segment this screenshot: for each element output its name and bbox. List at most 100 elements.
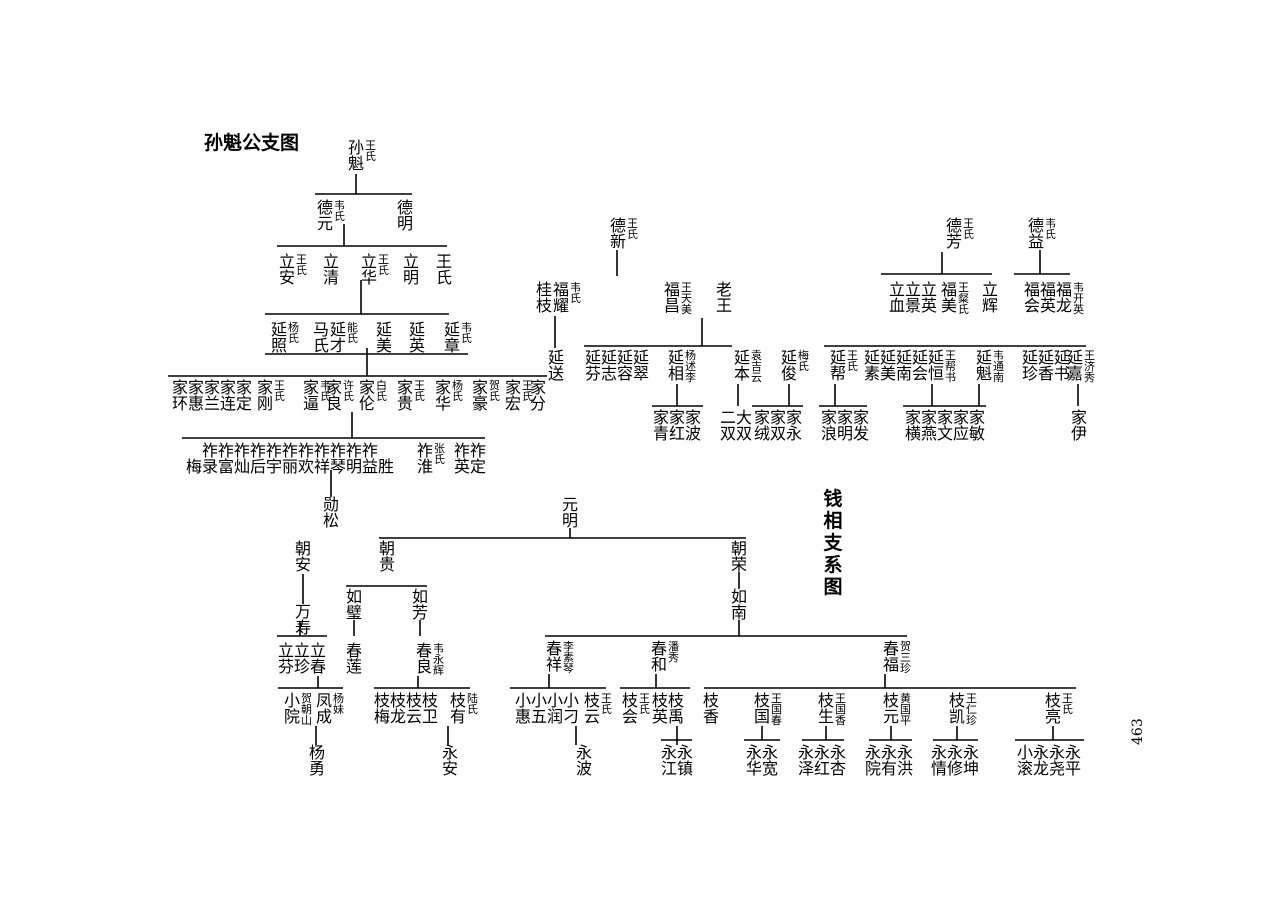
name-upper: 立 (402, 252, 420, 271)
name-lower: 国 (753, 707, 771, 726)
name-upper: 枝 (948, 691, 966, 710)
spouse-note: 韦 氏 (320, 379, 332, 403)
spouse-note: 王 氏 (1062, 692, 1074, 716)
person-node: 永永永情修坤 (931, 745, 979, 777)
name-upper: 永 (441, 743, 459, 762)
person-node: 立立立芬珍春 (278, 643, 326, 675)
name-lower: 安 (441, 759, 459, 778)
name-lower: 辉 (981, 296, 999, 315)
name-lower: 芬珍春 (277, 657, 327, 676)
name-upper: 家 (302, 378, 320, 397)
name-upper: 立 (981, 280, 999, 299)
name-upper: 如 (411, 587, 429, 606)
person-node: 凤成杨 妹 (316, 693, 344, 725)
name-lower: 元 (882, 707, 900, 726)
person-node: 延才能 氏 (330, 322, 358, 354)
name-lower: 才 (329, 336, 347, 355)
name-lower: 枝 (535, 296, 553, 315)
person-node: 家华杨 氏 (435, 380, 463, 412)
person-node: 家分 (530, 380, 546, 412)
name-upper: 家 (396, 378, 414, 397)
name-lower: 良 (415, 657, 433, 676)
name-upper: 家家家 (820, 408, 870, 427)
spouse-note: 杨 妹 (333, 692, 345, 716)
name-upper: 德 (396, 198, 414, 217)
name-lower: 恒 (927, 364, 945, 383)
spouse-note: 王 氏 (414, 379, 426, 403)
name-upper: 枝 (817, 691, 835, 710)
person-node: 延帮王 氏 (830, 350, 858, 382)
name-upper: 祚祚 (453, 441, 487, 460)
name-lower: 王 (715, 296, 733, 315)
name-upper: 枝 (621, 691, 639, 710)
name-upper: 元 (561, 495, 579, 514)
name-upper: 家 (358, 378, 376, 397)
spouse-note: 王 氏 (639, 692, 651, 716)
name-upper: 永永 (660, 743, 694, 762)
spouse-note: 白 氏 (376, 379, 388, 403)
person-node: 立安王 氏 (279, 254, 307, 286)
name-upper: 枝枝枝枝 (373, 691, 439, 710)
spouse-note: 王 氏 (847, 349, 859, 373)
spouse-note: 王 氏 (627, 217, 639, 241)
name-upper: 枝 (882, 691, 900, 710)
name-lower: 生 (817, 707, 835, 726)
spouse-note: 杨 述 李 (685, 349, 697, 384)
person-node: 枝枝枝枝梅龙云卫 (374, 693, 438, 725)
name-lower: 英 (408, 336, 426, 355)
name-upper: 家家家家家 (171, 378, 253, 397)
person-node: 祚祚祚祚祚祚祚祚祚祚祚梅录富灿后宇丽欢祥琴明益胜 (186, 443, 394, 475)
name-lower: 南 (730, 603, 748, 622)
name-upper: 延延延 (1021, 348, 1071, 367)
person-node: 家家家绒双永 (754, 410, 802, 442)
name-upper: 延 (329, 320, 347, 339)
name-upper: 延 (375, 320, 393, 339)
person-node: 永永永院有洪 (865, 745, 913, 777)
name-lower: 亮 (1044, 707, 1062, 726)
name-upper: 延 (780, 348, 798, 367)
person-node: 家家家青红波 (653, 410, 701, 442)
name-upper: 家 (1070, 408, 1088, 427)
person-node: 家伊 (1071, 410, 1087, 442)
person-node: 福昌王 天 美 (664, 282, 692, 316)
name-lower: 宏 (504, 394, 522, 413)
person-node: 春祥李 素 琴 (545, 639, 574, 675)
name-upper: 枝 (449, 691, 467, 710)
name-lower: 松 (322, 511, 340, 530)
name-lower: 惠五润刁 (514, 707, 580, 726)
name-lower: 璧 (345, 603, 363, 622)
name-lower: 美 (940, 296, 958, 315)
name-lower: 血景英 (888, 296, 938, 315)
name-lower: 院 (283, 707, 301, 726)
name-upper: 立立立 (888, 280, 938, 299)
person-node: 小小小小惠五润刁 (515, 693, 579, 725)
person-node: 延延延珍香书 (1022, 350, 1070, 382)
name-upper: 立 (360, 252, 378, 271)
name-lower: 氏 (312, 336, 330, 355)
person-node: 春莲 (346, 643, 362, 675)
name-upper: 立 (278, 252, 296, 271)
name-lower: 莲 (345, 657, 363, 676)
person-node: 延俊梅 氏 (781, 350, 809, 382)
spouse-note: 王 济 秀 (1084, 349, 1096, 384)
person-node: 杨勇 (309, 745, 325, 777)
name-lower: 明 (561, 511, 579, 530)
spouse-note: 王 氏 (378, 253, 390, 277)
person-node: 如芳 (412, 589, 428, 621)
name-upper: 家家家家家 (904, 408, 986, 427)
name-lower: 江镇 (660, 759, 694, 778)
name-lower: 成 (315, 707, 333, 726)
spouse-note: 张 氏 (434, 442, 446, 466)
name-upper: 春 (545, 639, 563, 658)
name-lower: 寿 (294, 618, 312, 637)
name-lower: 益 (1027, 232, 1045, 251)
name-lower: 华 (434, 394, 452, 413)
name-upper: 福 (940, 280, 958, 299)
name-upper: 春 (650, 639, 668, 658)
person-node: 孙魁王 氏 (348, 140, 376, 172)
name-lower: 魁 (347, 154, 365, 173)
name-upper: 孙 (347, 138, 365, 157)
name-lower: 荣 (730, 555, 748, 574)
person-node: 延章韦 氏 (444, 322, 472, 354)
